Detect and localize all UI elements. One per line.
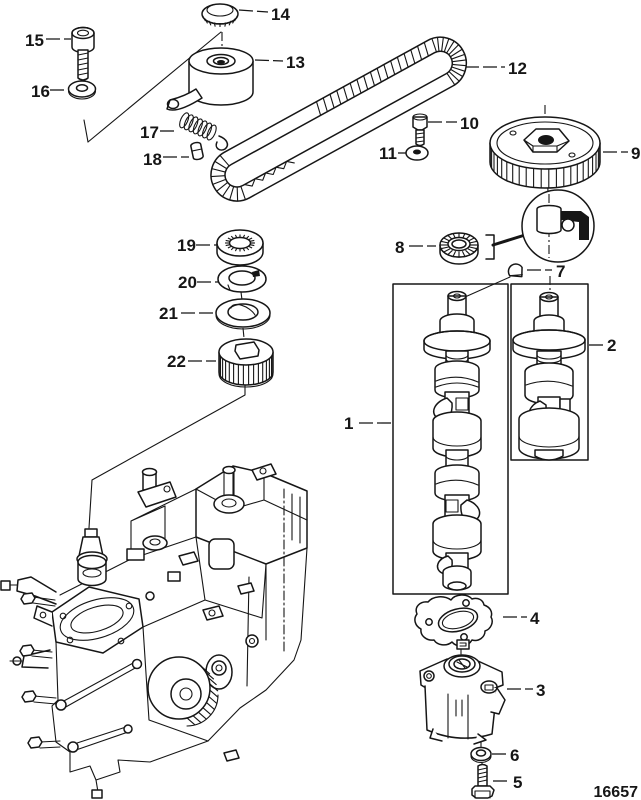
callout-17: 17 — [140, 123, 159, 142]
camshaft-pulley — [489, 116, 601, 189]
belt-teeth-end — [431, 37, 467, 86]
belt-teeth-top — [315, 42, 429, 116]
cap-ribs — [202, 15, 238, 27]
callout-10: 10 — [460, 114, 479, 133]
callout-8: 8 — [395, 238, 404, 257]
callout-11: 11 — [379, 144, 397, 163]
leader-detail-circle — [491, 233, 527, 247]
pulley-bolt — [412, 113, 428, 147]
callout-9: 9 — [631, 144, 640, 163]
sprocket-ribs — [218, 353, 274, 385]
tensioner-bracket — [166, 88, 203, 111]
keyed-washer — [217, 265, 267, 293]
belt-teeth-tip — [211, 154, 246, 202]
pump-side-wing — [490, 687, 506, 715]
washer-large — [215, 298, 271, 330]
tensioner-washer — [67, 80, 97, 100]
engine-front-pulley — [147, 656, 219, 727]
washer-key-tab — [252, 270, 260, 277]
callout-7: 7 — [556, 262, 565, 281]
tensioner-bolt — [71, 26, 95, 81]
engine-studs — [19, 592, 61, 749]
pump-bolt — [471, 763, 495, 799]
leader-22-to-engine — [88, 376, 246, 529]
locknut — [216, 229, 264, 266]
tensioner-cap — [201, 3, 239, 27]
ball-bearing — [439, 232, 479, 265]
pump-washer — [470, 746, 492, 764]
tensioner-spring — [179, 112, 229, 151]
belt-tooth-zigzag — [243, 160, 295, 187]
leader-7-to-camshaft — [464, 276, 511, 298]
key-detail-circle — [521, 189, 595, 263]
drawing-number: 16657 — [594, 784, 639, 800]
axis-line-tensioner — [87, 31, 222, 143]
engine-pulley-ribs — [186, 662, 219, 726]
callout-20: 20 — [178, 273, 197, 292]
camshaft-long — [423, 290, 491, 591]
tensioner-pulley — [166, 47, 254, 111]
axis-line-16 — [83, 119, 89, 143]
callout-5: 5 — [513, 773, 522, 792]
pulley-washer — [405, 145, 429, 161]
end-cap-plug — [507, 263, 523, 278]
key-hub — [536, 204, 562, 235]
callout-1: 1 — [344, 414, 353, 433]
callout-15: 15 — [25, 31, 44, 50]
crankshaft-sprocket — [218, 338, 274, 388]
camshaft-short — [512, 291, 586, 461]
sprocket-square-bore — [234, 341, 260, 360]
callout-6: 6 — [510, 746, 519, 765]
oil-pump — [419, 654, 506, 745]
camshaft-box-1 — [392, 283, 509, 595]
pulley-teeth — [489, 145, 601, 188]
callout-18: 18 — [143, 150, 162, 169]
callout-12: 12 — [508, 59, 527, 78]
spring-pin — [190, 141, 204, 161]
timing-belt — [210, 36, 468, 202]
callout-3: 3 — [536, 681, 545, 700]
callout-21: 21 — [159, 304, 178, 323]
callout-4: 4 — [530, 609, 540, 628]
engine-block — [0, 463, 308, 799]
cam-mount-stub — [76, 528, 108, 587]
callout-labels: 15 16 14 13 17 18 12 10 11 9 8 7 1 2 19 … — [25, 5, 640, 800]
bracket-symbol — [485, 234, 495, 260]
callout-2: 2 — [607, 336, 616, 355]
callout-19: 19 — [177, 236, 196, 255]
callout-16: 16 — [31, 82, 50, 101]
callout-13: 13 — [286, 53, 305, 72]
callout-14: 14 — [271, 5, 290, 24]
callout-22: 22 — [167, 352, 186, 371]
oil-pump-gasket — [414, 594, 493, 650]
bolt-threads — [77, 52, 89, 76]
